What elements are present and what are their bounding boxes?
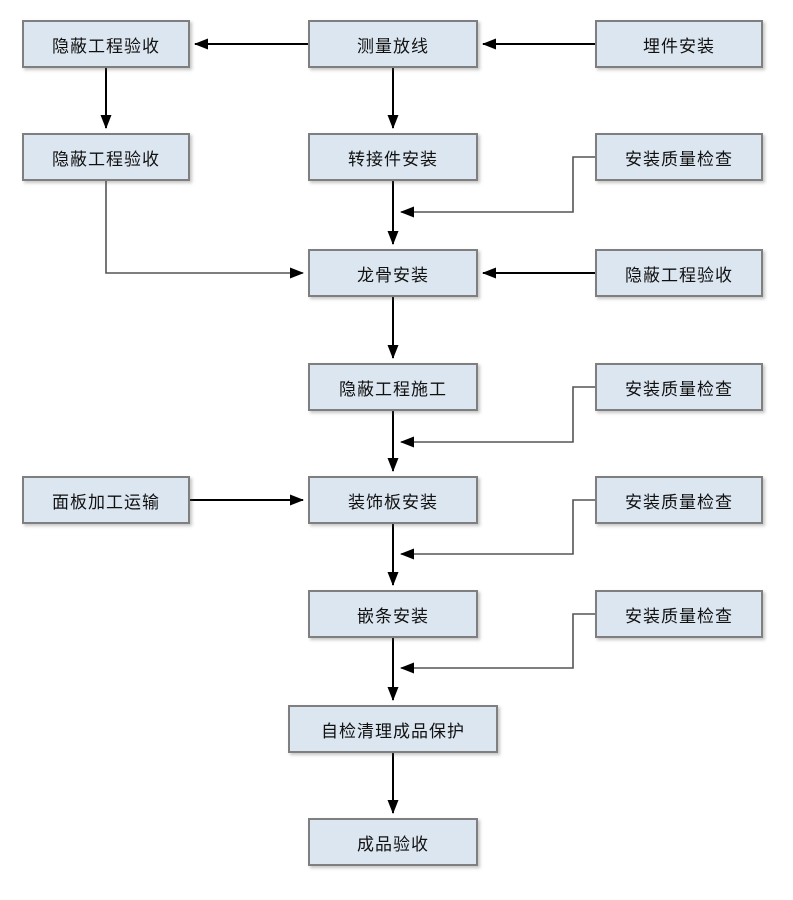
connector-quality-check-3-to-trim-flow <box>400 499 595 560</box>
node-quality-check-2: 安装质量检查 <box>595 363 763 411</box>
node-embed-install: 埋件安装 <box>595 20 763 68</box>
connector-quality-check-2-to-panel-flow <box>400 386 595 448</box>
node-trim-strip-install: 嵌条安装 <box>308 590 478 638</box>
node-measure-layout: 测量放线 <box>308 20 478 68</box>
node-quality-check-4: 安装质量检查 <box>595 590 763 638</box>
node-keel-install: 龙骨安装 <box>308 249 478 297</box>
node-quality-check-3: 安装质量检查 <box>595 476 763 524</box>
node-concealed-work-construction: 隐蔽工程施工 <box>308 363 478 411</box>
node-concealed-work-acceptance-b: 隐蔽工程验收 <box>22 133 190 181</box>
node-finished-product-acceptance: 成品验收 <box>308 818 478 866</box>
connector-quality-check-4-to-selfcheck-flow <box>400 613 595 674</box>
node-adapter-install: 转接件安装 <box>308 133 478 181</box>
node-quality-check-1: 安装质量检查 <box>595 133 763 181</box>
connector-quality-check-1-to-keel-flow <box>400 156 595 218</box>
node-panel-processing-transport: 面板加工运输 <box>22 476 190 524</box>
node-concealed-work-acceptance-a: 隐蔽工程验收 <box>22 20 190 68</box>
connector-acceptance-b-to-keel <box>105 181 304 279</box>
node-concealed-work-acceptance-c: 隐蔽工程验收 <box>595 249 763 297</box>
node-decorative-panel-install: 装饰板安装 <box>308 476 478 524</box>
node-self-check-cleanup-protection: 自检清理成品保护 <box>288 705 498 753</box>
